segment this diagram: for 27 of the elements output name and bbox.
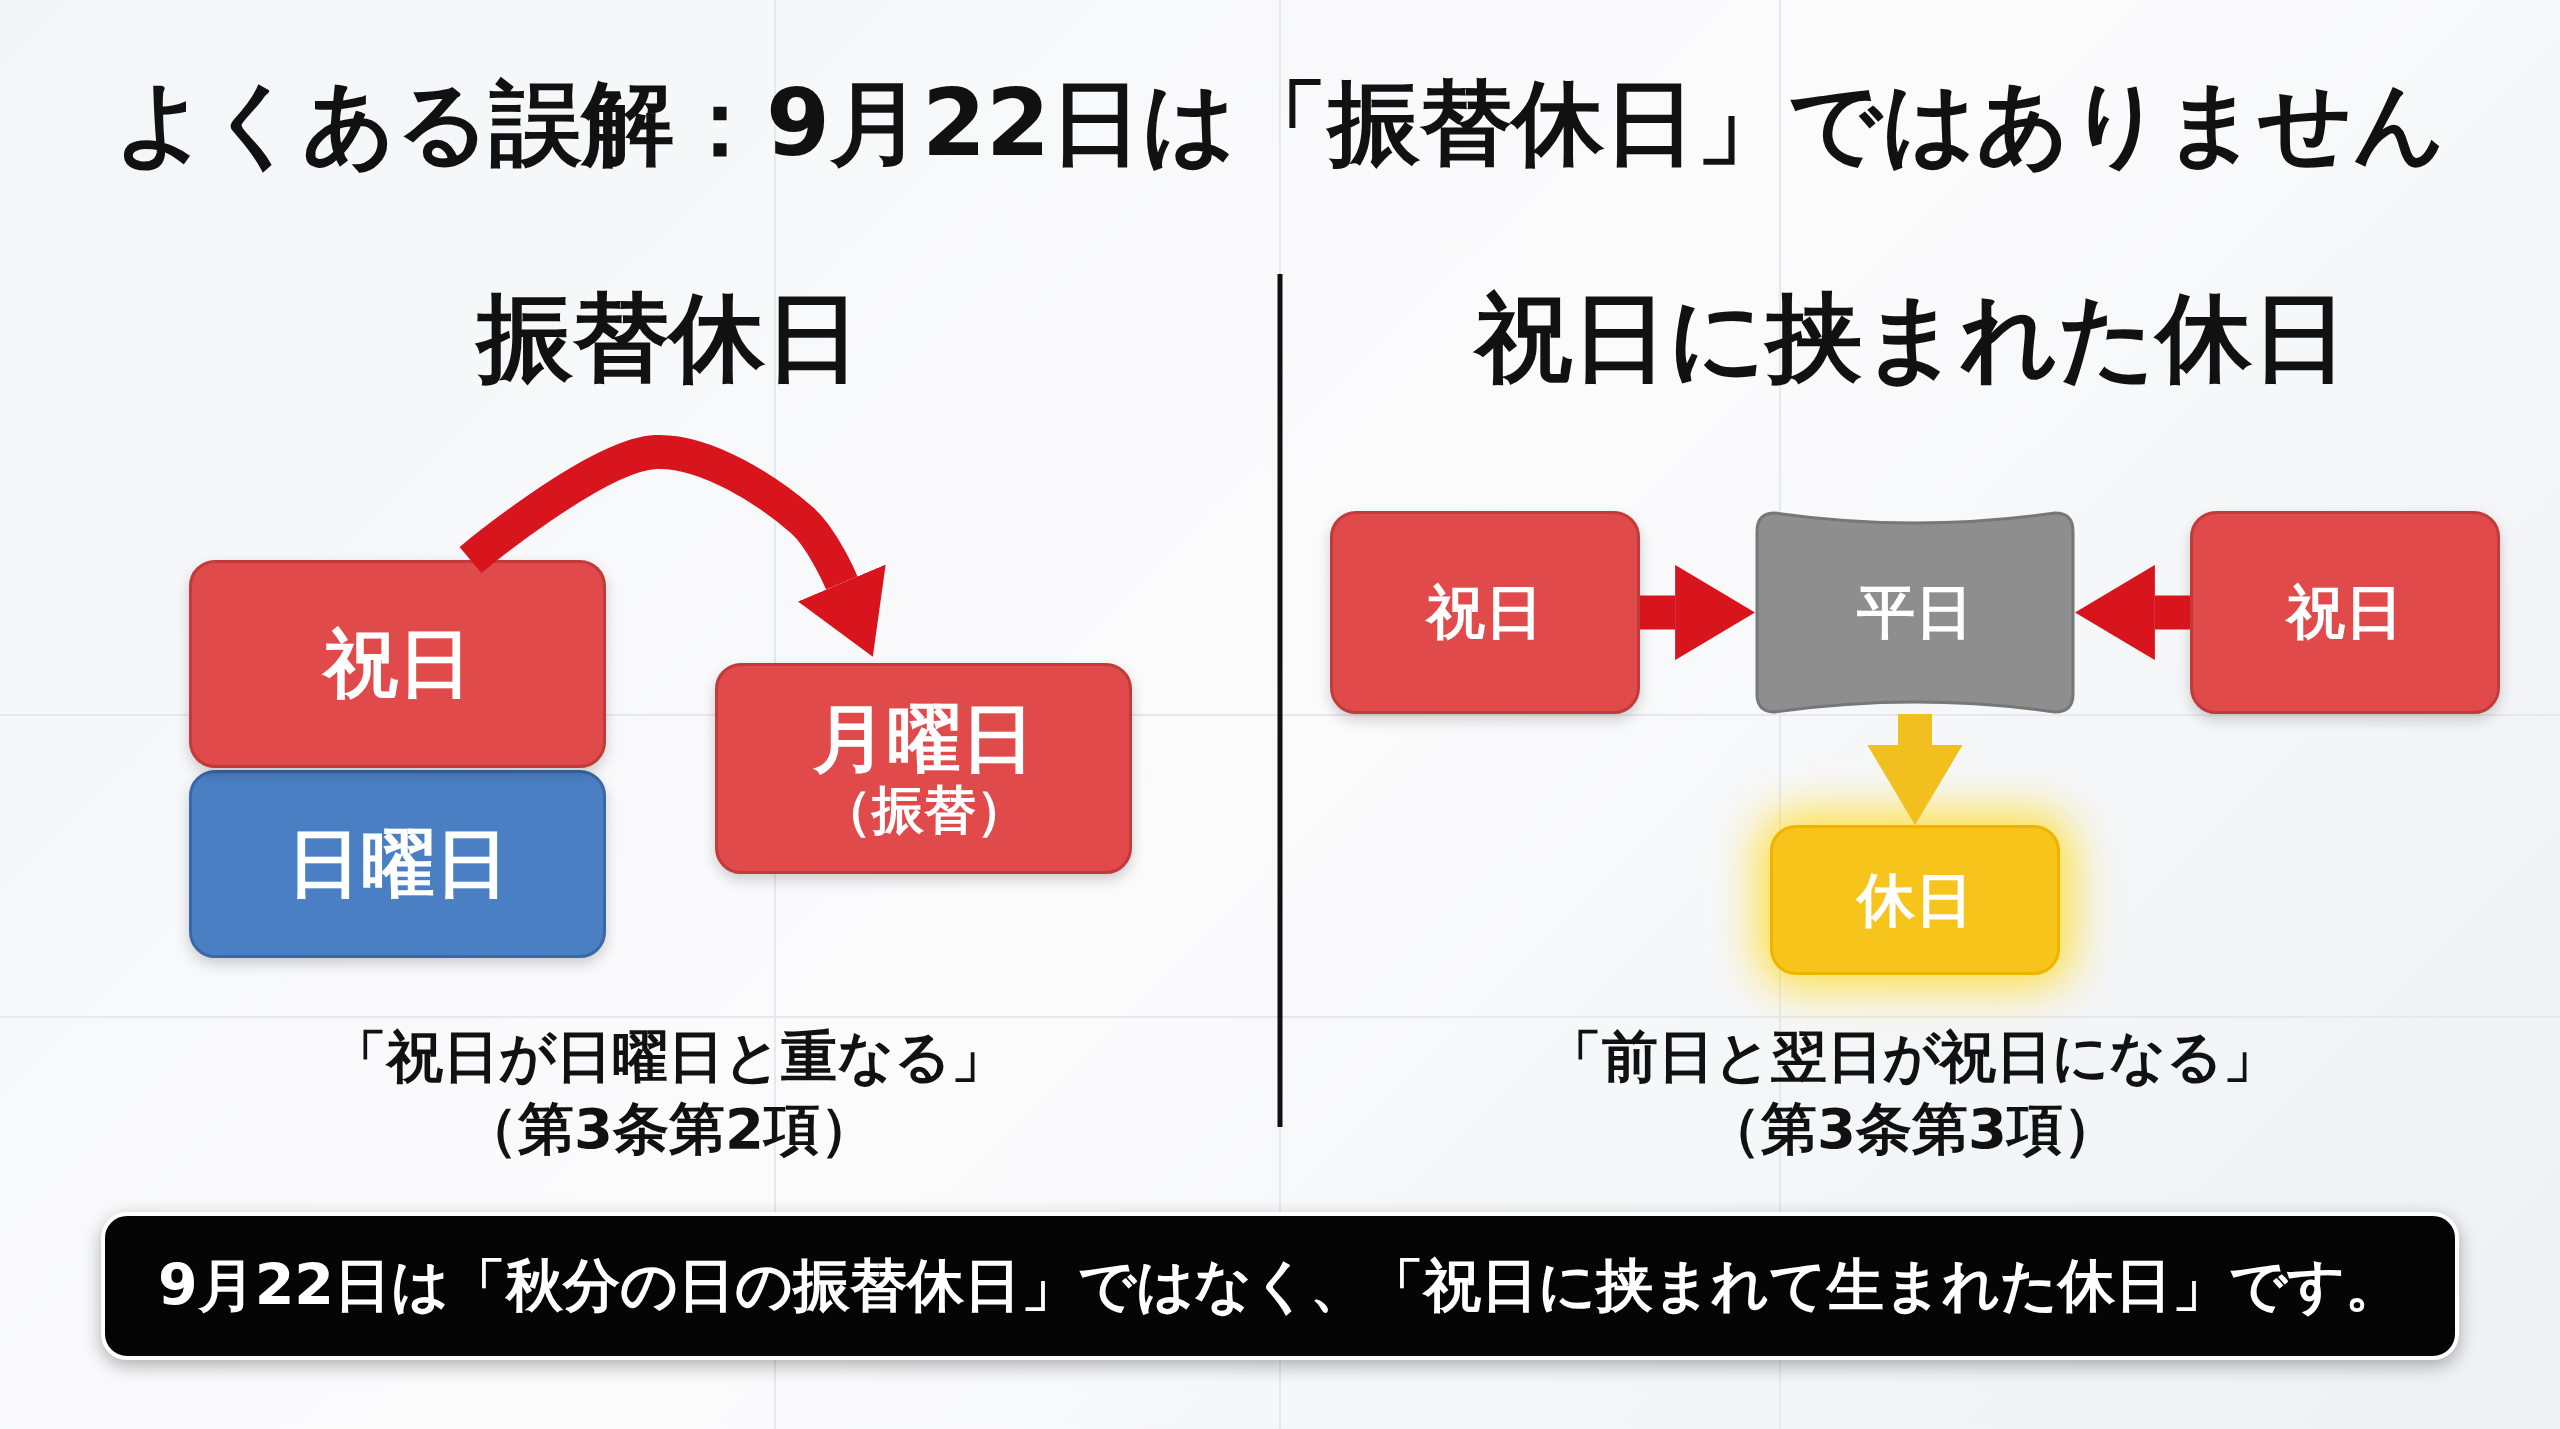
box-label: 祝日 — [2287, 579, 2403, 646]
box-label: （振替） — [819, 781, 1028, 841]
monday-box — [715, 663, 1132, 874]
box-label: 休日 — [1857, 866, 1973, 934]
box-label: 祝日 — [323, 621, 472, 707]
arrow — [2075, 564, 2190, 661]
box-label: 月曜日 — [812, 696, 1035, 782]
holiday-box — [1330, 511, 1640, 714]
arrow — [1640, 564, 1755, 661]
arrow — [1867, 714, 1963, 825]
article-reference: （第3条第2項） — [462, 1095, 876, 1163]
box-label: 日曜日 — [286, 821, 509, 907]
title: よくある誤解：9月22日は「振替休日」ではありません — [112, 69, 2447, 179]
sunday-box — [189, 770, 606, 958]
section-heading: 振替休日 — [477, 281, 861, 396]
rule-caption: 「祝日が日曜日と重なる」 — [331, 1023, 1007, 1091]
holiday-result-box — [1770, 825, 2060, 975]
holiday-box — [2190, 511, 2500, 714]
holiday-box — [189, 560, 606, 768]
article-reference: （第3条第3項） — [1705, 1095, 2119, 1163]
weekday-box — [1755, 511, 2075, 714]
box-label: 祝日 — [1427, 579, 1543, 646]
arrow — [459, 435, 886, 657]
box-label: 9月22日は「秋分の日の振替休日」ではなく、「祝日に挟まれて生まれた休日」です。 — [158, 1253, 2402, 1319]
rule-caption: 「前日と翌日が祝日になる」 — [1545, 1023, 2279, 1091]
box-label: 平日 — [1857, 579, 1973, 646]
summary-banner — [101, 1212, 2459, 1360]
